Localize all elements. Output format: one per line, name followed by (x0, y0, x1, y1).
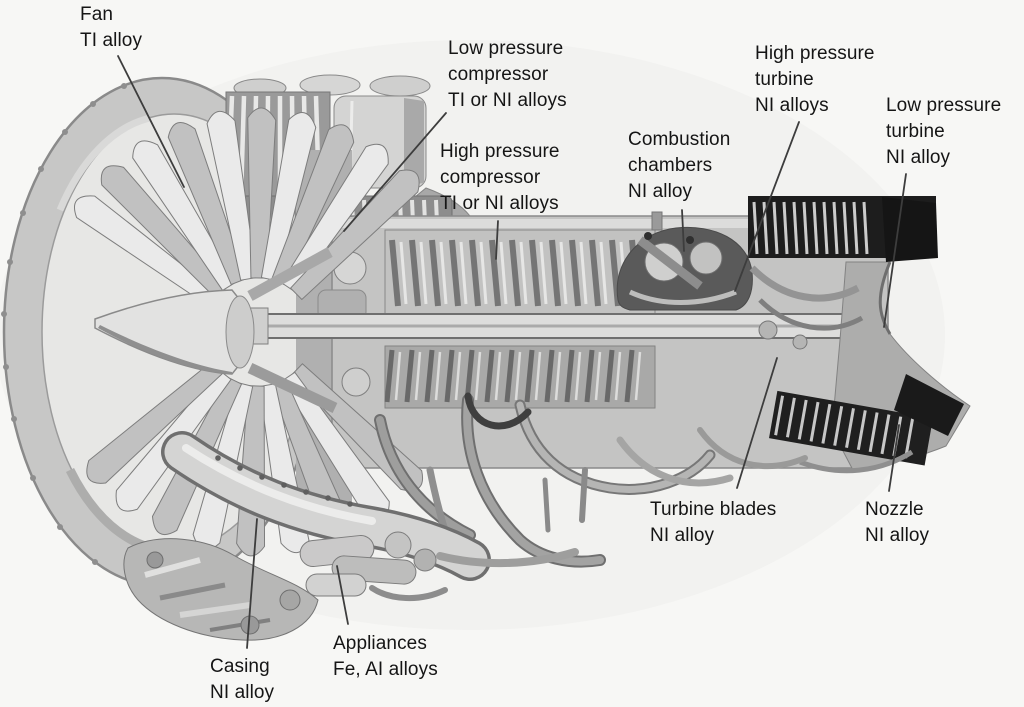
label-turbine-blades-material: NI alloy (650, 525, 715, 546)
label-turbine-blades: Turbine blades NI alloy (650, 497, 776, 549)
label-fan-material: TI alloy (80, 30, 143, 51)
label-lpc-material: TI or NI alloys (448, 90, 567, 111)
front-frame-struts (247, 247, 338, 413)
label-lpc-line1: Low pressure (448, 38, 564, 59)
label-lpt-material: NI alloy (886, 147, 951, 168)
accessory-gearbox (123, 538, 319, 641)
label-casing: Casing NI alloy (210, 654, 274, 706)
label-fan-part: Fan (80, 4, 114, 25)
combustion-chamber-section (616, 211, 753, 311)
lower-plumbing-pipes (374, 392, 808, 568)
label-fan: Fan TI alloy (80, 2, 142, 54)
label-combustion-line2: chambers (628, 155, 713, 176)
label-hpc-line2: compressor (440, 167, 541, 188)
label-lpt-line2: turbine (886, 121, 945, 142)
label-appliances-part: Appliances (333, 633, 427, 654)
label-hpc-line1: High pressure (440, 141, 560, 162)
label-lpc-line2: compressor (448, 64, 549, 85)
label-hpt-line2: turbine (755, 69, 814, 90)
leader-fan (117, 55, 185, 188)
label-casing-material: NI alloy (210, 682, 275, 703)
label-hpt-line1: High pressure (755, 43, 875, 64)
leader-high-pressure-turbine (734, 121, 800, 292)
leader-high-pressure-compressor (495, 220, 499, 260)
spinner-cone (94, 289, 255, 375)
label-nozzle: Nozzle NI alloy (865, 497, 929, 549)
label-high-pressure-compressor: High pressure compressor TI or NI alloys (440, 139, 560, 217)
leader-low-pressure-turbine (883, 173, 907, 328)
label-combustion-line1: Combustion (628, 129, 731, 150)
casing-duct (161, 431, 491, 581)
leader-nozzle (888, 424, 900, 492)
casing-rivet-holes (215, 455, 353, 507)
label-combustion-chambers: Combustion chambers NI alloy (628, 127, 730, 205)
leader-turbine-blades (736, 357, 778, 489)
label-low-pressure-compressor: Low pressure compressor TI or NI alloys (448, 36, 567, 114)
label-appliances-material: Fe, AI alloys (333, 659, 438, 680)
label-appliances: Appliances Fe, AI alloys (333, 631, 438, 683)
appliances-cluster (299, 531, 579, 602)
hp-compressor-stage-rows (384, 229, 656, 315)
leader-combustion-chambers (681, 209, 685, 252)
nozzle-bottom-rim (799, 449, 914, 474)
label-casing-part: Casing (210, 656, 270, 677)
label-lpt-line1: Low pressure (886, 95, 1002, 116)
lower-compressor-stage-rows (384, 345, 656, 409)
leader-lines (117, 55, 907, 649)
label-nozzle-material: NI alloy (865, 525, 930, 546)
leader-appliances (336, 565, 349, 625)
label-low-pressure-turbine: Low pressure turbine NI alloy (886, 93, 1001, 171)
label-combustion-material: NI alloy (628, 181, 693, 202)
label-high-pressure-turbine: High pressure turbine NI alloys (755, 41, 875, 119)
label-hpt-material: NI alloys (755, 95, 829, 116)
nozzle-dark-band (894, 374, 964, 436)
leader-casing (246, 518, 258, 649)
label-hpc-material: TI or NI alloys (440, 193, 559, 214)
turbine-blade-band (769, 390, 933, 466)
leader-low-pressure-compressor (343, 112, 447, 232)
label-turbine-blades-part: Turbine blades (650, 499, 777, 520)
label-nozzle-part: Nozzle (865, 499, 924, 520)
